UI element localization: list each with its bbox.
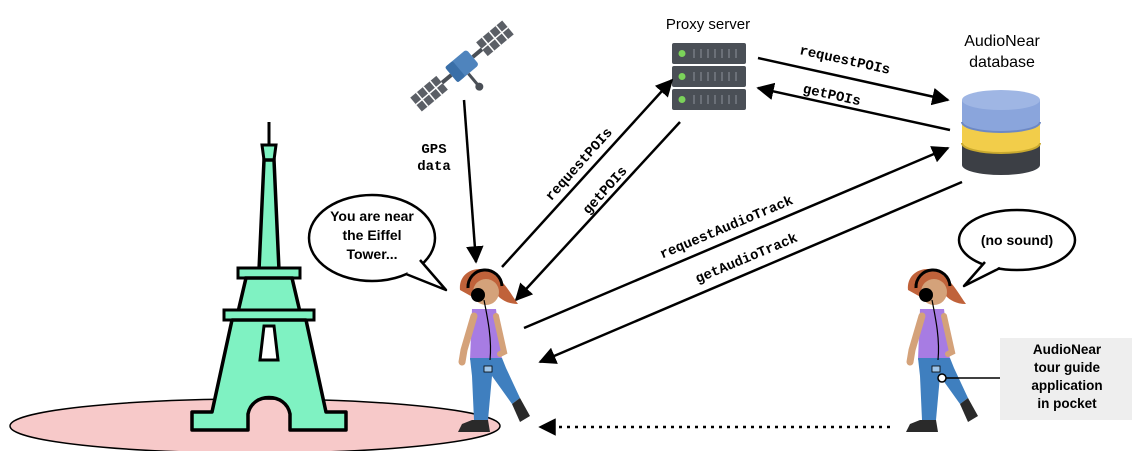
speech-bubble-far: (no sound) bbox=[957, 208, 1077, 288]
database-label-line1: AudioNear bbox=[964, 33, 1040, 50]
request-pois-db-arrow bbox=[757, 56, 950, 106]
request-audio-track-arrow bbox=[523, 146, 950, 330]
bubble-near-line2: the Eiffel bbox=[342, 227, 401, 243]
database-icon bbox=[961, 90, 1041, 175]
callout-box bbox=[1000, 338, 1132, 420]
gps-arrow bbox=[462, 99, 484, 264]
pocket-marker bbox=[937, 373, 947, 383]
callout-line4: in pocket bbox=[1037, 396, 1097, 411]
callout-line2: tour guide bbox=[1034, 360, 1100, 375]
eiffel-tower-icon bbox=[190, 122, 348, 432]
database-label-line2: database bbox=[969, 54, 1035, 71]
bubble-far-text: (no sound) bbox=[981, 232, 1053, 248]
person-near-icon bbox=[458, 268, 530, 432]
speech-bubble-near: You are near the Eiffel Tower... bbox=[307, 193, 448, 292]
bubble-near-line1: You are near bbox=[330, 208, 414, 224]
callout-line3: application bbox=[1031, 378, 1102, 393]
gps-label-line2: data bbox=[417, 159, 451, 175]
get-audio-track-arrow bbox=[538, 180, 963, 364]
satellite-icon bbox=[410, 20, 514, 112]
request-pois-db-label: requestPOIs bbox=[798, 43, 892, 79]
plaza-ellipse bbox=[9, 398, 501, 451]
get-pois-user-arrow bbox=[514, 121, 681, 302]
callout-line1: AudioNear bbox=[1033, 342, 1102, 357]
request-pois-user-arrow bbox=[501, 78, 674, 268]
get-pois-db-label: getPOIs bbox=[801, 82, 862, 110]
bubble-near-line3: Tower... bbox=[346, 246, 397, 262]
get-pois-db-arrow bbox=[756, 82, 951, 132]
server-icon bbox=[672, 43, 746, 110]
gps-label-line1: GPS bbox=[421, 142, 446, 158]
person-far-icon bbox=[906, 268, 978, 432]
proxy-server-label: Proxy server bbox=[666, 16, 750, 33]
